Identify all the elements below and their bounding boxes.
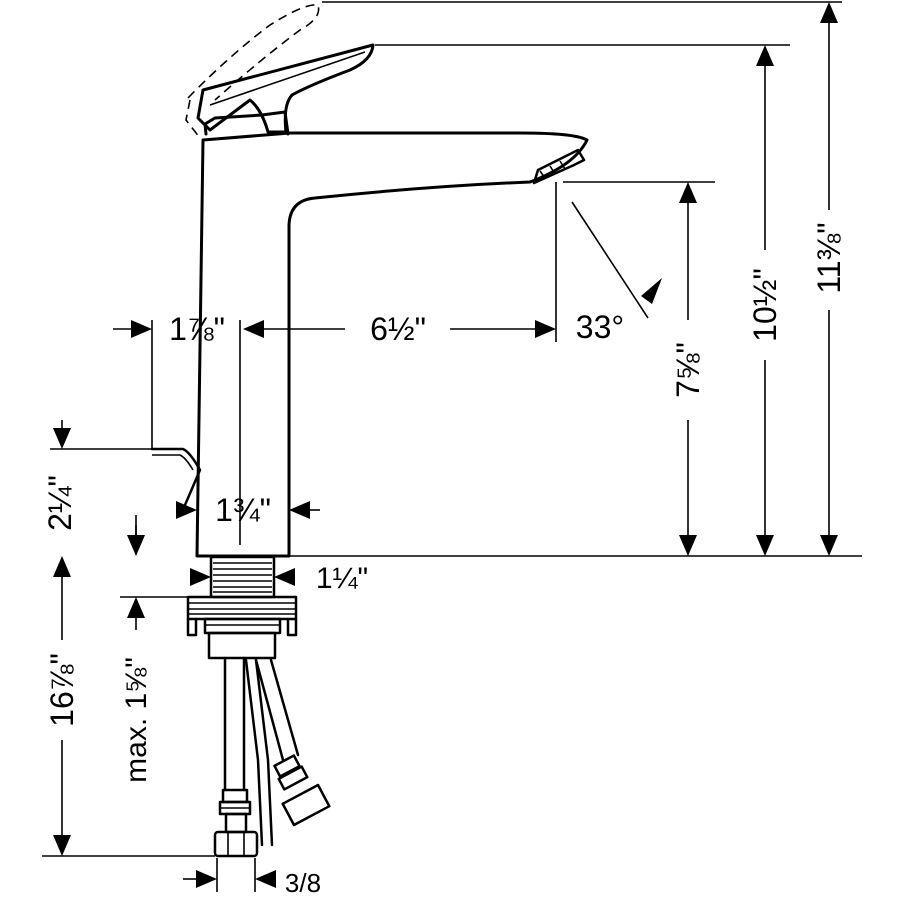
shank-diameter-dimension: 1¼" <box>190 562 368 595</box>
arrow-icon <box>255 870 276 888</box>
arrow-icon <box>243 320 264 338</box>
arrow-icon <box>641 278 662 304</box>
total-height-dimension: 11⅜" <box>811 2 847 556</box>
total-height-label: 11⅜" <box>811 222 847 293</box>
shank-diameter-label: 1¼" <box>316 562 368 595</box>
deck-thickness-label: max. 1⅝" <box>120 657 153 783</box>
arrow-icon <box>196 870 217 888</box>
arrow-icon <box>289 501 310 519</box>
arrow-icon <box>756 535 774 556</box>
spout-height-label: 7⅝" <box>670 342 706 398</box>
arrow-icon <box>535 320 556 338</box>
faucet-lever <box>185 4 375 139</box>
spray-angle-label: 33° <box>576 309 624 345</box>
arrow-icon <box>679 182 697 203</box>
arrow-icon <box>127 535 145 556</box>
lever-height-label: 2¼" <box>42 475 78 531</box>
arrow-icon <box>131 320 152 338</box>
base-diameter-label: 1¾" <box>215 492 271 528</box>
hose-length-dimension: 16⅞" <box>44 556 80 856</box>
mounting-hardware <box>186 555 298 660</box>
arrow-icon <box>679 535 697 556</box>
arrow-icon <box>274 568 295 586</box>
spray-angle-dimension: 33° <box>571 201 662 345</box>
arrow-icon <box>176 501 197 519</box>
handle-height-dimension: 10½" <box>747 45 783 556</box>
hose-length-label: 16⅞" <box>44 653 80 727</box>
arrow-icon <box>820 2 838 23</box>
connection-size-label: 3/8 <box>285 868 321 898</box>
arrow-icon <box>53 556 71 577</box>
connection-size-dimension: 3/8 <box>183 858 321 898</box>
lever-overhang-dimension: 1⅞" <box>113 311 241 545</box>
arrow-icon <box>53 835 71 856</box>
lever-overhang-label: 1⅞" <box>169 311 225 347</box>
arrow-icon <box>127 597 145 618</box>
arrow-icon <box>53 428 71 449</box>
arrow-icon <box>190 568 211 586</box>
spout-height-dimension: 7⅝" <box>670 182 706 556</box>
arrow-icon <box>820 535 838 556</box>
reference-lines <box>42 1 862 857</box>
deck-thickness-dimension: max. 1⅝" <box>120 525 153 783</box>
spout-projection-label: 6½" <box>370 311 426 347</box>
base-diameter-dimension: 1¾" <box>176 492 320 528</box>
lever-height-dimension: 2¼" <box>42 420 145 556</box>
supply-hoses <box>213 656 331 858</box>
handle-height-label: 10½" <box>747 268 783 342</box>
spout-projection-dimension: 6½" <box>243 182 557 347</box>
arrow-icon <box>756 45 774 66</box>
